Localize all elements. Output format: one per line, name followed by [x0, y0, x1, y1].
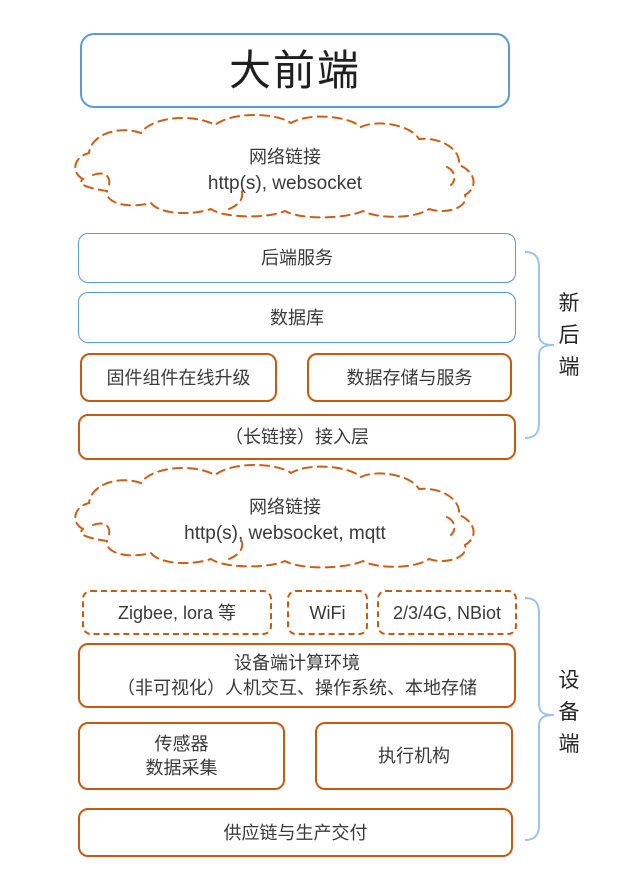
device-computing-line2: （非可视化）人机交互、操作系统、本地存储: [117, 677, 477, 698]
device-label: 设备端: [558, 668, 580, 756]
access-layer-box: （长链接）接入层: [78, 414, 516, 460]
new-backend-brace-icon: [524, 251, 555, 439]
backend-service-box: 后端服务: [78, 233, 516, 283]
supply-chain-box: 供应链与生产交付: [78, 808, 513, 857]
cloud-top-protocols: http(s), websocket: [207, 173, 363, 194]
zigbee-lora-box: Zigbee, lora 等: [82, 590, 272, 635]
firmware-upgrade-box: 固件组件在线升级: [80, 353, 277, 402]
actuator-box: 执行机构: [315, 722, 513, 790]
big-frontend-box: 大前端: [80, 33, 510, 108]
cloud-bottom-label: 网络链接: [249, 497, 321, 517]
cloud-top-label: 网络链接: [249, 147, 321, 167]
cellular-nbiot-box: 2/3/4G, NBiot: [377, 590, 517, 635]
sensor-line1: 传感器: [154, 734, 209, 754]
database-box: 数据库: [78, 292, 516, 343]
sensor-line2: 数据采集: [145, 758, 218, 778]
device-computing-line1: 设备端计算环境: [234, 652, 360, 673]
new-backend-label: 新后端: [558, 291, 580, 379]
cloud-shape-icon: [74, 114, 475, 219]
data-storage-box: 数据存储与服务: [307, 353, 512, 402]
network-cloud-top: 网络链接 http(s), websocket: [63, 113, 507, 221]
wifi-box: WiFi: [287, 590, 368, 635]
cloud-shape-icon: [74, 464, 475, 569]
device-computing-box: 设备端计算环境 （非可视化）人机交互、操作系统、本地存储: [78, 643, 516, 708]
device-brace-icon: [524, 597, 555, 841]
sensor-box: 传感器 数据采集: [78, 722, 285, 790]
cloud-bottom-protocols: http(s), websocket, mqtt: [184, 523, 386, 544]
network-cloud-bottom: 网络链接 http(s), websocket, mqtt: [63, 463, 507, 571]
